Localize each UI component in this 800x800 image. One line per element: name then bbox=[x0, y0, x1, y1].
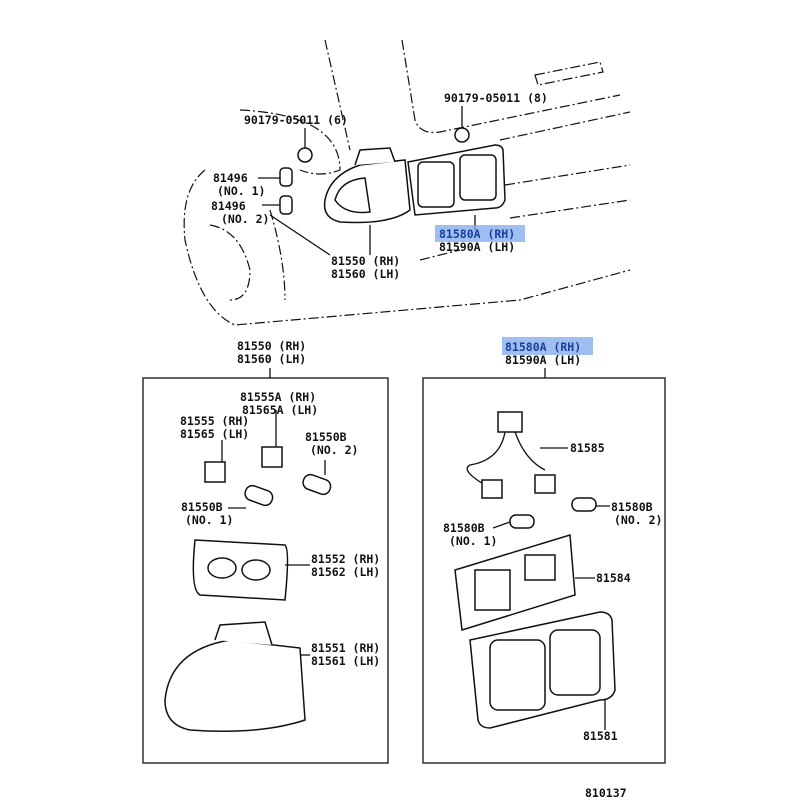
combo-lamp-overview bbox=[323, 147, 411, 224]
label-bulb2-no: (NO. 2) bbox=[310, 443, 358, 457]
label-right-header-rh[interactable]: 81580A (RH) bbox=[505, 340, 581, 354]
label-lens-right: 81581 bbox=[583, 729, 618, 743]
label-bulb2-right-no: (NO. 2) bbox=[614, 513, 662, 527]
label-gasket-lh: 81562 (LH) bbox=[311, 565, 380, 579]
label-bulb1: 81550B bbox=[181, 500, 223, 514]
label-bulb2: 81550B bbox=[305, 430, 347, 444]
combo-lamp-exploded-box bbox=[142, 368, 389, 764]
label-back-lamp-rh[interactable]: 81580A (RH) bbox=[439, 227, 515, 241]
label-socket-a-rh: 81555A (RH) bbox=[240, 390, 316, 404]
label-grommet-2: 81496 bbox=[211, 199, 246, 213]
label-clip-6: 90179-05011 (6) bbox=[244, 113, 348, 127]
socket-assembly bbox=[204, 410, 326, 483]
back-lamp-overview bbox=[407, 144, 506, 216]
bulbs-right bbox=[492, 497, 610, 529]
label-bulb1-no: (NO. 1) bbox=[185, 513, 233, 527]
bulbs bbox=[228, 473, 332, 509]
label-grommet-1-no: (NO. 1) bbox=[217, 184, 265, 198]
label-combo-lamp-rh: 81550 (RH) bbox=[331, 254, 400, 268]
highlight-back-lamp-overview bbox=[435, 225, 525, 242]
label-grommet-2-no: (NO. 2) bbox=[221, 212, 269, 226]
label-back-lamp-lh: 81590A (LH) bbox=[439, 240, 515, 254]
wire-harness bbox=[466, 411, 568, 499]
gasket bbox=[192, 539, 310, 601]
label-bulb1-right: 81580B bbox=[443, 521, 485, 535]
label-combo-lamp-lh: 81560 (LH) bbox=[331, 267, 400, 281]
clips-and-grommets bbox=[258, 106, 476, 256]
gasket-right bbox=[454, 534, 595, 631]
label-bulb2-right: 81580B bbox=[611, 500, 653, 514]
label-left-header-rh: 81550 (RH) bbox=[237, 339, 306, 353]
label-lens-lh: 81561 (LH) bbox=[311, 654, 380, 668]
label-grommet-1: 81496 bbox=[213, 171, 248, 185]
figure-number: 810137 bbox=[585, 786, 627, 800]
back-lamp-exploded-box bbox=[422, 368, 666, 764]
label-bulb1-right-no: (NO. 1) bbox=[449, 534, 497, 548]
label-gasket-rh: 81552 (RH) bbox=[311, 552, 380, 566]
label-left-header-lh: 81560 (LH) bbox=[237, 352, 306, 366]
highlight-back-lamp-header bbox=[502, 337, 593, 355]
label-socket-rh: 81555 (RH) bbox=[180, 414, 249, 428]
vehicle-body-outline bbox=[183, 39, 631, 326]
lens-right bbox=[469, 611, 616, 730]
label-wire: 81585 bbox=[570, 441, 605, 455]
label-gasket-right: 81584 bbox=[596, 571, 631, 585]
label-socket-lh: 81565 (LH) bbox=[180, 427, 249, 441]
label-socket-a-lh: 81565A (LH) bbox=[242, 403, 318, 417]
label-lens-rh: 81551 (RH) bbox=[311, 641, 380, 655]
lens bbox=[164, 621, 310, 732]
label-clip-8: 90179-05011 (8) bbox=[444, 91, 548, 105]
label-right-header-lh: 81590A (LH) bbox=[505, 353, 581, 367]
